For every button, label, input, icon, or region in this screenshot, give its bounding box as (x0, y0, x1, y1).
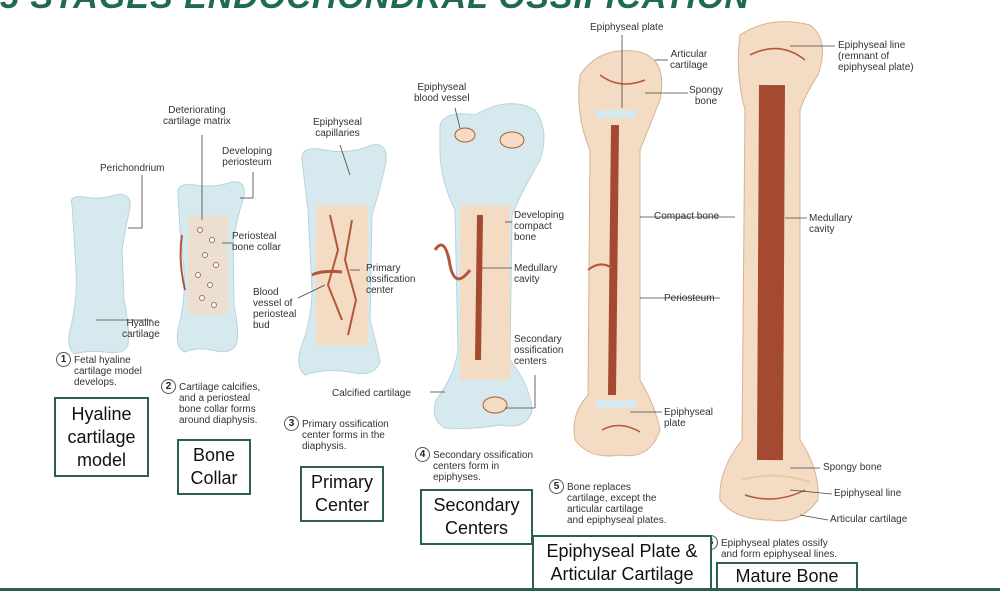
label-medullary-cavity-4: Medullary cavity (514, 263, 558, 285)
label-secondary-ossification-centers: Secondary ossification centers (514, 334, 564, 367)
stage-4-description: Secondary ossification centers form in e… (433, 450, 534, 483)
label-periosteal-bone-collar: Periosteal bone collar (232, 231, 281, 253)
stage-3-number: 3 (284, 416, 299, 431)
stage-2-bone (176, 181, 245, 353)
label-spongy-bone-5: Spongy bone (689, 85, 723, 107)
stage-1-description: Fetal hyaline cartilage model develops. (74, 355, 142, 388)
label-spongy-bone-6: Spongy bone (823, 462, 882, 473)
stage-3-bone (298, 144, 387, 376)
stage-2-number: 2 (161, 379, 176, 394)
stage-4-number: 4 (415, 447, 430, 462)
stage-6-bone (719, 21, 823, 522)
label-epiphyseal-line-bottom: Epiphyseal line (834, 488, 902, 499)
stage-5-bone (573, 50, 663, 457)
label-articular-cartilage-6: Articular cartilage (830, 514, 908, 525)
stage-4-bone (433, 103, 545, 430)
label-developing-compact-bone: Developing compact bone (514, 210, 565, 243)
label-blood-vessel-bud: Blood vessel of periosteal bud (253, 287, 297, 331)
leader-lines (96, 35, 835, 521)
stage-6-description: Epiphyseal plates ossify and form epiphy… (721, 538, 838, 560)
label-epiphyseal-blood-vessel: Epiphyseal blood vessel (414, 82, 470, 104)
label-epiphyseal-plate-5: Epiphyseal plate (664, 407, 713, 429)
stage-5-box: Epiphyseal Plate & Articular Cartilage (532, 535, 712, 591)
label-compact-bone: Compact bone (654, 211, 720, 222)
stage-2-box: Bone Collar (177, 439, 251, 495)
stage-4-box: Secondary Centers (420, 489, 533, 545)
stage-5-description: Bone replaces cartilage, except the arti… (567, 482, 667, 526)
label-hyaline-cartilage: Hyaline cartilage (122, 318, 160, 340)
stage-1-number: 1 (56, 352, 71, 367)
label-periosteum: Periosteum (664, 293, 715, 304)
stage-6-box: Mature Bone (716, 562, 858, 591)
bottom-rule (0, 588, 1000, 591)
label-primary-ossification-center: Primary ossification center (366, 263, 416, 296)
label-epiphyseal-plate-top: Epiphyseal plate (590, 22, 664, 33)
label-articular-cartilage-5: Articular cartilage (670, 49, 708, 71)
diagram-title: 5 STAGES ENDOCHONDRAL OSSIFICATION (0, 0, 750, 17)
label-calcified-cartilage: Calcified cartilage (332, 388, 411, 399)
stage-1-box: Hyaline cartilage model (54, 397, 149, 477)
stage-1-bone (68, 194, 131, 355)
label-epiphyseal-line-top: Epiphyseal line (remnant of epiphyseal p… (838, 40, 914, 73)
label-epiphyseal-capillaries: Epiphyseal capillaries (313, 117, 362, 139)
stage-3-box: Primary Center (300, 466, 384, 522)
label-deteriorating-matrix: Deteriorating cartilage matrix (163, 105, 231, 127)
label-perichondrium: Perichondrium (100, 163, 165, 174)
stage-3-description: Primary ossification center forms in the… (302, 419, 389, 452)
label-developing-periosteum: Developing periosteum (222, 146, 273, 168)
stage-2-description: Cartilage calcifies, and a periosteal bo… (179, 382, 261, 426)
label-medullary-cavity-6: Medullary cavity (809, 213, 853, 235)
stage-5-number: 5 (549, 479, 564, 494)
